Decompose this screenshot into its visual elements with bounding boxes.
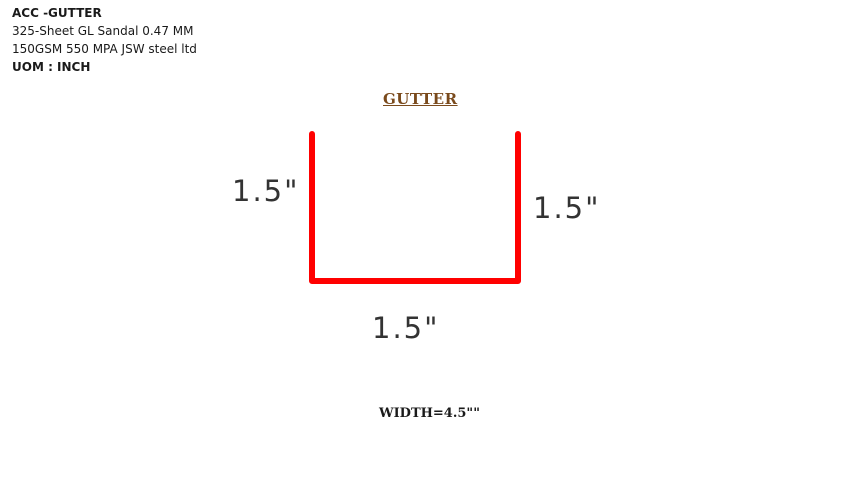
header-title: ACC -GUTTER: [12, 6, 102, 20]
gutter-profile-line: [309, 131, 521, 284]
header-material: 325-Sheet GL Sandal 0.47 MM: [12, 24, 194, 38]
dimension-right-side: 1.5": [533, 191, 601, 225]
dimension-bottom: 1.5": [372, 311, 440, 345]
header-spec: 150GSM 550 MPA JSW steel ltd: [12, 42, 197, 56]
dimension-left-side: 1.5": [232, 174, 300, 208]
header-info: ACC -GUTTER 325-Sheet GL Sandal 0.47 MM …: [12, 4, 197, 76]
drawing-title: GUTTER: [383, 90, 458, 108]
header-uom: UOM : INCH: [12, 60, 91, 74]
total-width-label: WIDTH=4.5"": [379, 406, 480, 421]
